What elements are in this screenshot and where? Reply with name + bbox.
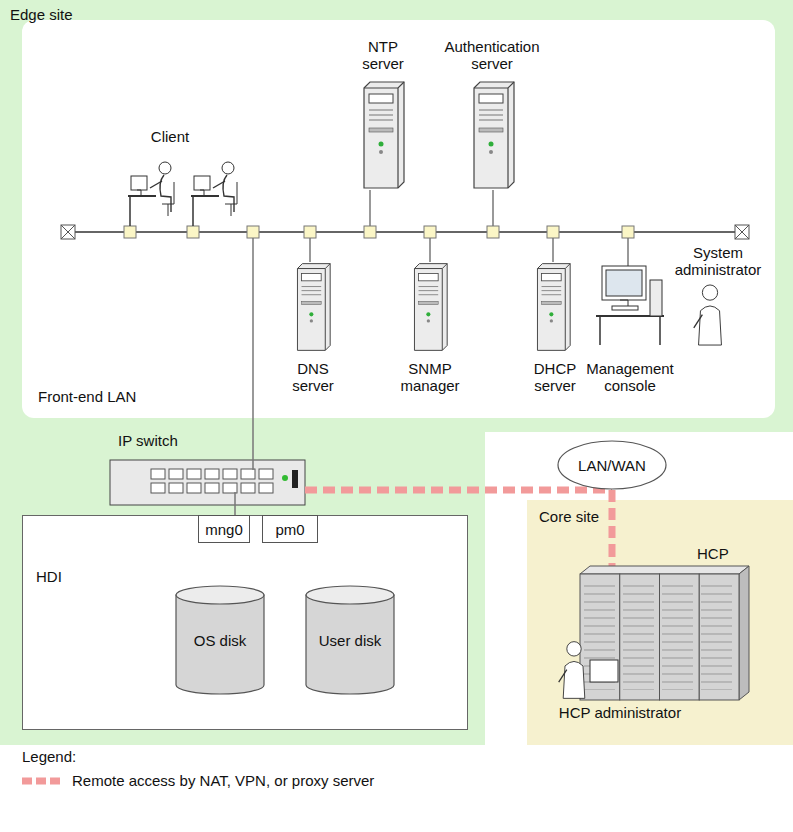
mgmt-link [234, 505, 236, 515]
admin-icon [694, 285, 722, 345]
disk-cylinder: User disk [305, 585, 395, 695]
client-icon [128, 162, 174, 226]
node-label: HCP administrator [545, 704, 695, 721]
node-label: Management console [584, 360, 676, 394]
server-icon [297, 264, 330, 351]
core-site-ground [527, 500, 793, 745]
hcp-admin-icon [559, 642, 618, 699]
server-icon [364, 82, 404, 188]
client-group: Client [140, 124, 200, 148]
hdi-box: HDI mng0 pm0 OS disk User disk [22, 515, 468, 730]
hcp-admin: HCP administrator [545, 640, 695, 725]
disk-cylinder: OS disk [175, 585, 265, 695]
legend-row: Remote access by NAT, VPN, or proxy serv… [22, 772, 374, 789]
core-site-region: Core siteHCP HCP administrator [527, 500, 793, 745]
node-label: DHCP server [523, 360, 587, 394]
switch-icon [110, 430, 305, 505]
server-icon [537, 264, 570, 351]
node-label: LAN/WAN [578, 457, 646, 474]
lan-link [252, 418, 254, 430]
lan-panel-ground [22, 20, 775, 418]
node-label: OS disk [194, 632, 247, 649]
node-label: System administrator [670, 244, 766, 278]
client-icon [191, 162, 237, 226]
node-label: HDI [36, 568, 62, 585]
legend-line-sample [22, 777, 64, 784]
port-box: mng0 [198, 515, 250, 543]
network-cloud: LAN/WAN [557, 440, 667, 490]
hcp-rack-icon [580, 566, 749, 700]
node-label: Authentication server [439, 38, 545, 72]
node-label: DNS server [285, 360, 341, 394]
node-label: pm0 [275, 521, 304, 538]
hcp-rack: HCP [575, 545, 745, 700]
ntp-server: NTP server [353, 34, 413, 76]
legend-heading: Legend: [22, 748, 76, 765]
edge-site-region: Edge siteFront-end LAN Client NTP server Au… [0, 0, 793, 745]
node-label: Front-end LAN [38, 388, 136, 405]
legend-text: Remote access by NAT, VPN, or proxy serv… [72, 772, 374, 789]
remote-link [609, 490, 616, 545]
ip-switch: IP switch [110, 430, 305, 505]
legend-swatch [22, 773, 64, 789]
node-label: NTP server [355, 38, 411, 72]
node-label: Client [151, 128, 189, 145]
server-icon [414, 264, 447, 351]
dns-server: DNS server [283, 356, 343, 398]
system-admin: System administrator [668, 240, 768, 282]
lan-panel: Front-end LAN Client NTP server Authenticat… [22, 20, 775, 418]
node-label: User disk [319, 632, 382, 649]
node-label: mng0 [205, 521, 243, 538]
node-label: IP switch [118, 432, 178, 449]
port-box: pm0 [262, 515, 318, 543]
lan-bus [61, 190, 749, 418]
management-console: Management console [582, 356, 678, 398]
node-label: SNMP manager [394, 360, 466, 394]
remote-link [609, 545, 616, 566]
server-icon [474, 82, 514, 188]
node-label: HCP [697, 545, 729, 562]
auth-server: Authentication server [437, 34, 547, 76]
node-label: Edge site [10, 6, 73, 23]
dhcp-server: DHCP server [521, 356, 589, 398]
edge-site-ground [0, 0, 793, 745]
remote-link [305, 487, 612, 494]
console-icon [596, 266, 664, 345]
snmp-manager: SNMP manager [392, 356, 468, 398]
node-label: Core site [539, 508, 599, 525]
